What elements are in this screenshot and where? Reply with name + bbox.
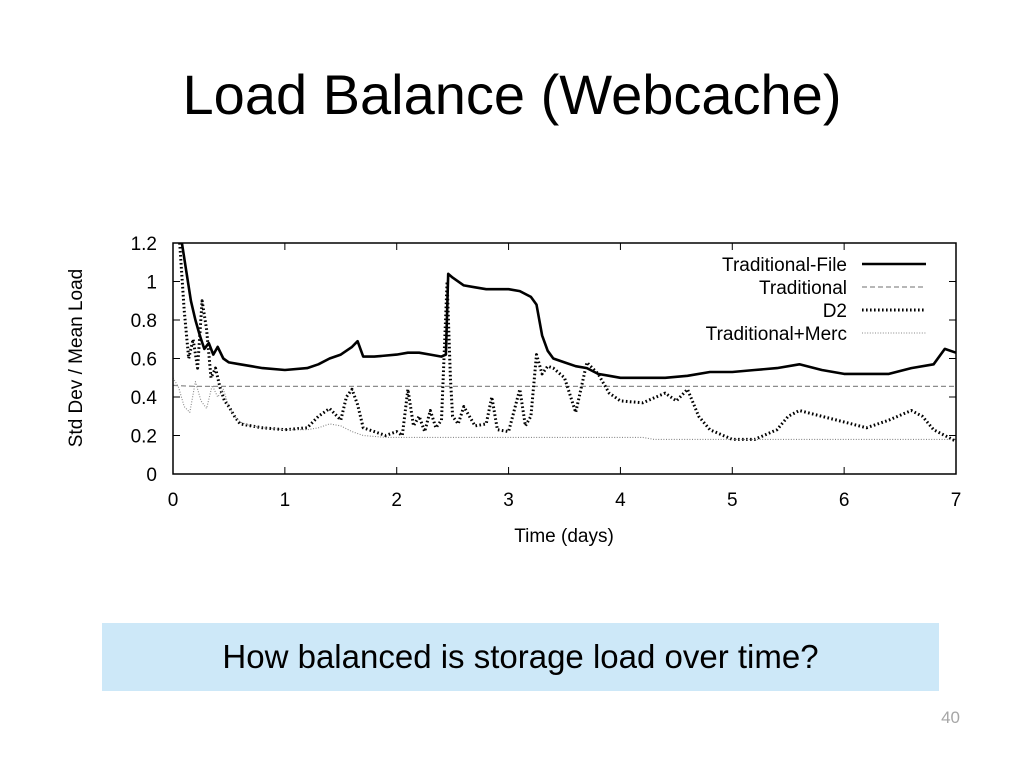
series-line-traditional-file bbox=[180, 243, 956, 380]
series-layer bbox=[173, 243, 956, 443]
legend-label: Traditional+Merc bbox=[706, 324, 847, 345]
series-line-traditional bbox=[173, 384, 956, 387]
slide-number: 40 bbox=[941, 708, 960, 727]
x-tick-label: 2 bbox=[391, 490, 402, 511]
ticks-layer: 0 1 2 3 4 5 6 7 0 0.2 0.4 0.6 0.8 1 1.2 bbox=[131, 234, 962, 511]
y-tick-label: 0.4 bbox=[131, 388, 158, 409]
x-tick-label: 3 bbox=[503, 490, 514, 511]
callout-text: How balanced is storage load over time? bbox=[222, 638, 819, 675]
legend-label: Traditional-File bbox=[722, 255, 847, 276]
x-tick-label: 5 bbox=[727, 490, 738, 511]
legend: Traditional-FileTraditionalD2Traditional… bbox=[706, 255, 926, 345]
y-tick-label: 0 bbox=[146, 465, 157, 486]
x-tick-label: 6 bbox=[839, 490, 850, 511]
callout-box: How balanced is storage load over time? bbox=[102, 623, 939, 691]
y-tick-label: 1.2 bbox=[131, 234, 157, 255]
y-tick-label: 1 bbox=[146, 273, 157, 294]
legend-label: D2 bbox=[823, 301, 847, 322]
x-tick-label: 4 bbox=[615, 490, 626, 511]
x-tick-label: 7 bbox=[951, 490, 962, 511]
y-tick-label: 0.2 bbox=[131, 427, 157, 448]
legend-label: Traditional bbox=[759, 278, 847, 299]
slide-title: Load Balance (Webcache) bbox=[182, 63, 842, 126]
x-tick-label: 0 bbox=[168, 490, 179, 511]
x-axis-label: Time (days) bbox=[514, 526, 614, 547]
series-line-traditional-merc bbox=[173, 377, 956, 440]
y-tick-label: 0.8 bbox=[131, 311, 157, 332]
y-axis-label: Std Dev / Mean Load bbox=[66, 269, 87, 448]
y-tick-label: 0.6 bbox=[131, 350, 157, 371]
x-tick-label: 1 bbox=[280, 490, 291, 511]
